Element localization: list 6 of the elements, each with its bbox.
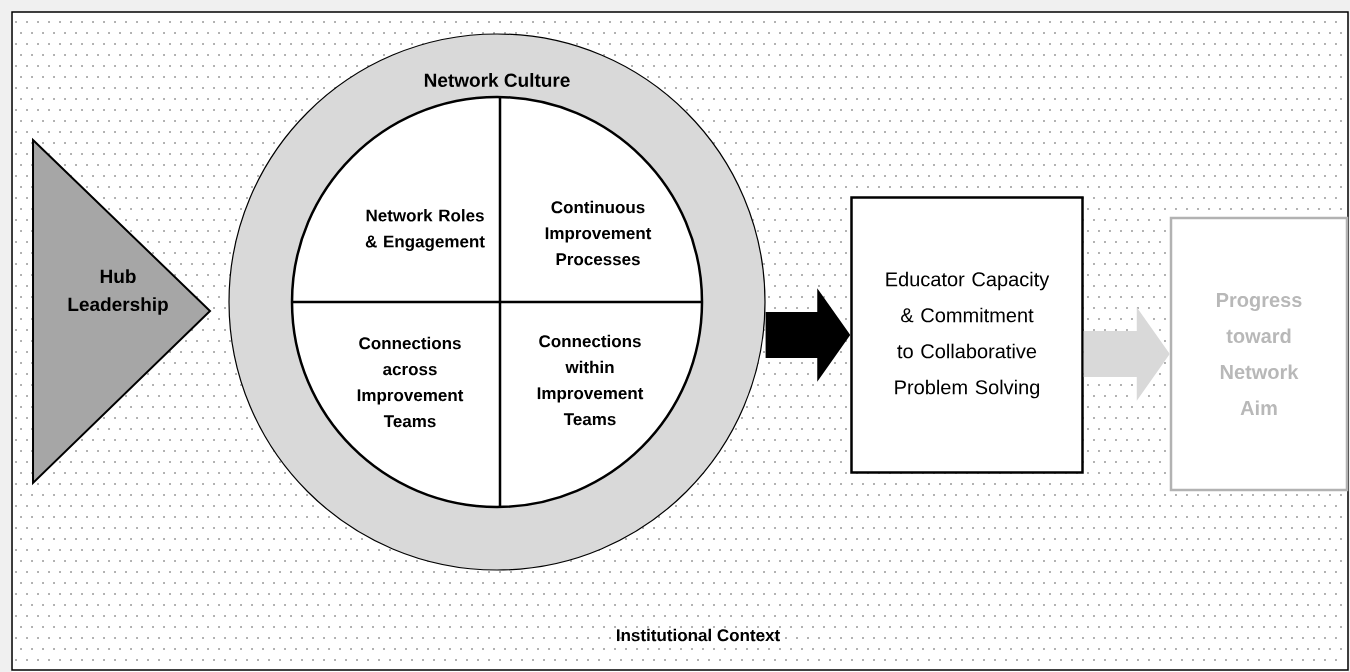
quadrant-label: Network Roles & Engagement [365, 209, 485, 251]
quadrant-label: Connections within Improvement Teams [537, 334, 644, 426]
outcome-box: Educator Capacity & Commitment to Collaborative Problem Solving [850, 196, 1084, 474]
outcome-box: Progress toward Network Aim [1169, 216, 1349, 492]
quadrant-label: Connections across Improvement Teams [357, 336, 464, 428]
quadrant-label: Continuous Improvement Processes [545, 200, 652, 266]
